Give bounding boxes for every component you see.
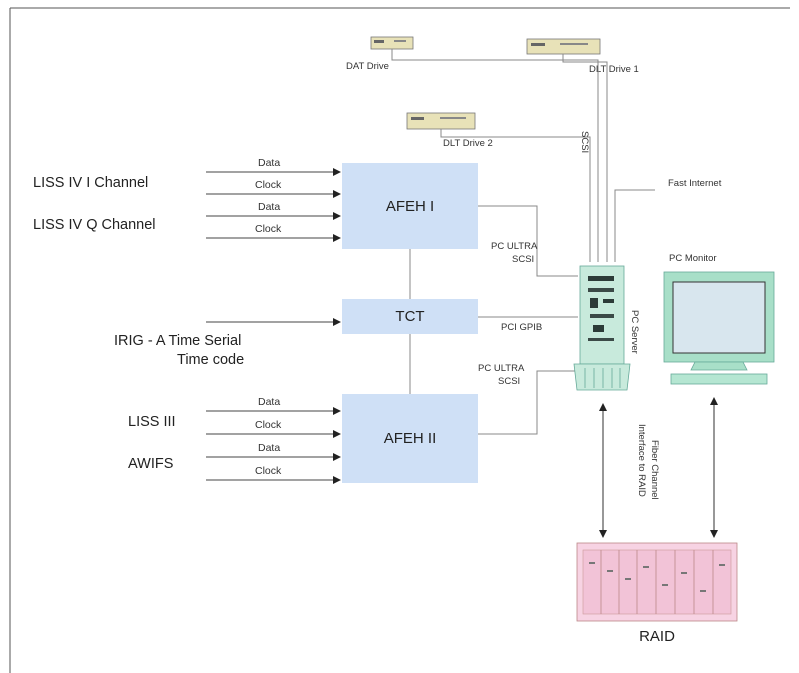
irig-source-label-line1: IRIG - A Time Serial [114,333,241,349]
fibre-channel-label-line2: Interface to RAID [636,424,647,497]
liss3-data-label: Data [258,396,280,408]
tct-block [342,299,478,334]
dat-drive-link [391,49,599,262]
afeh1-server-link [478,205,578,277]
dlt-drive-2-icon [406,112,476,130]
pci-gpib-label: PCI GPIB [501,322,542,333]
fibre-channel-label-line1: Fiber Channel [649,440,660,500]
dlt-drive-1-icon [526,38,601,55]
pc-server-icon [573,265,631,391]
afeh2-label: AFEH II [384,430,437,447]
dlt-drive-1-label: DLT Drive 1 [589,64,639,75]
afeh2-server-link [478,370,578,435]
afeh1-block [342,163,478,249]
dat-drive-icon [370,36,414,50]
scsi-label: SCSI [579,131,590,153]
dlt-drive-2-label: DLT Drive 2 [443,138,493,149]
pc-ultra-1-label-line2: SCSI [512,254,534,265]
liss3-clock-label: Clock [255,419,282,431]
tct-label: TCT [395,308,424,325]
fast-internet-link [614,189,655,262]
awifs-data-label: Data [258,442,280,454]
liss4-i-source-label: LISS IV I Channel [33,175,148,191]
raid-label: RAID [639,628,675,645]
pc-ultra-1-label-line1: PC ULTRA [491,241,538,252]
awifs-clock-label: Clock [255,465,282,477]
irig-source-label-line2: Time code [177,352,244,368]
liss4-q-source-label: LISS IV Q Channel [33,217,156,233]
pc-ultra-2-label-line1: PC ULTRA [478,363,525,374]
awifs-source-label: AWIFS [128,456,173,472]
fast-internet-label: Fast Internet [668,178,722,189]
afeh2-block [342,394,478,483]
liss3-source-label: LISS III [128,414,176,430]
liss4-q-clock-label: Clock [255,223,282,235]
liss4-i-data-label: Data [258,157,280,169]
liss4-q-data-label: Data [258,201,280,213]
raid-icon [576,542,738,622]
pc-ultra-2-label-line2: SCSI [498,376,520,387]
dlt-drive-2-link [440,129,591,262]
liss4-i-clock-label: Clock [255,179,282,191]
pc-server-label: PC Server [629,310,640,354]
pc-monitor-icon [663,271,775,385]
afeh1-label: AFEH I [386,198,434,215]
dat-drive-label: DAT Drive [346,61,389,72]
pc-monitor-label: PC Monitor [669,253,717,264]
dlt-drive-1-link [562,54,608,262]
